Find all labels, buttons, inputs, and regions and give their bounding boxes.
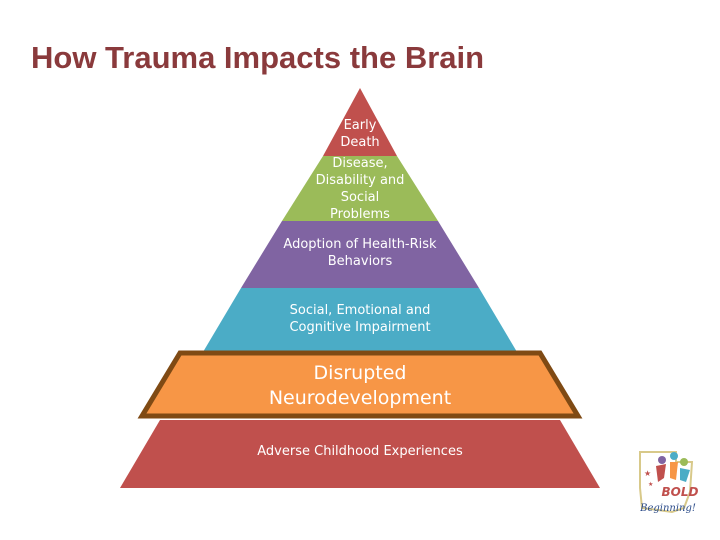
- tier-label-social-emotional-impairment: Social, Emotional and Cognitive Impairme…: [289, 303, 431, 335]
- tier-label-early-death: Early Death: [340, 118, 380, 150]
- slide-title: How Trauma Impacts the Brain: [31, 40, 485, 75]
- tier-early-death: [323, 88, 397, 156]
- bold-beginning-logo: ★ ★ BOLD Beginning!: [632, 448, 702, 523]
- tier-disrupted-neurodevelopment: [137, 350, 583, 419]
- tier-social-emotional-impairment: [203, 288, 517, 352]
- tier-disease-disability: [282, 156, 438, 221]
- tier-label-health-risk-behaviors: Adoption of Health-Risk Behaviors: [283, 237, 437, 269]
- tier-label-adverse-childhood-experiences: Adverse Childhood Experiences: [257, 444, 463, 459]
- tier-label-disrupted-neurodevelopment: Disrupted Neurodevelopment: [268, 362, 452, 410]
- logo-text-bold: BOLD: [662, 485, 699, 499]
- svg-text:★: ★: [644, 469, 651, 478]
- tier-adverse-childhood-experiences: [120, 420, 600, 488]
- svg-text:★: ★: [648, 481, 653, 488]
- logo-text-beginning: Beginning!: [639, 503, 696, 514]
- tier-health-risk-behaviors: [241, 221, 479, 288]
- tier-label-disease-disability: Disease, Disability and Social Problems: [315, 156, 405, 222]
